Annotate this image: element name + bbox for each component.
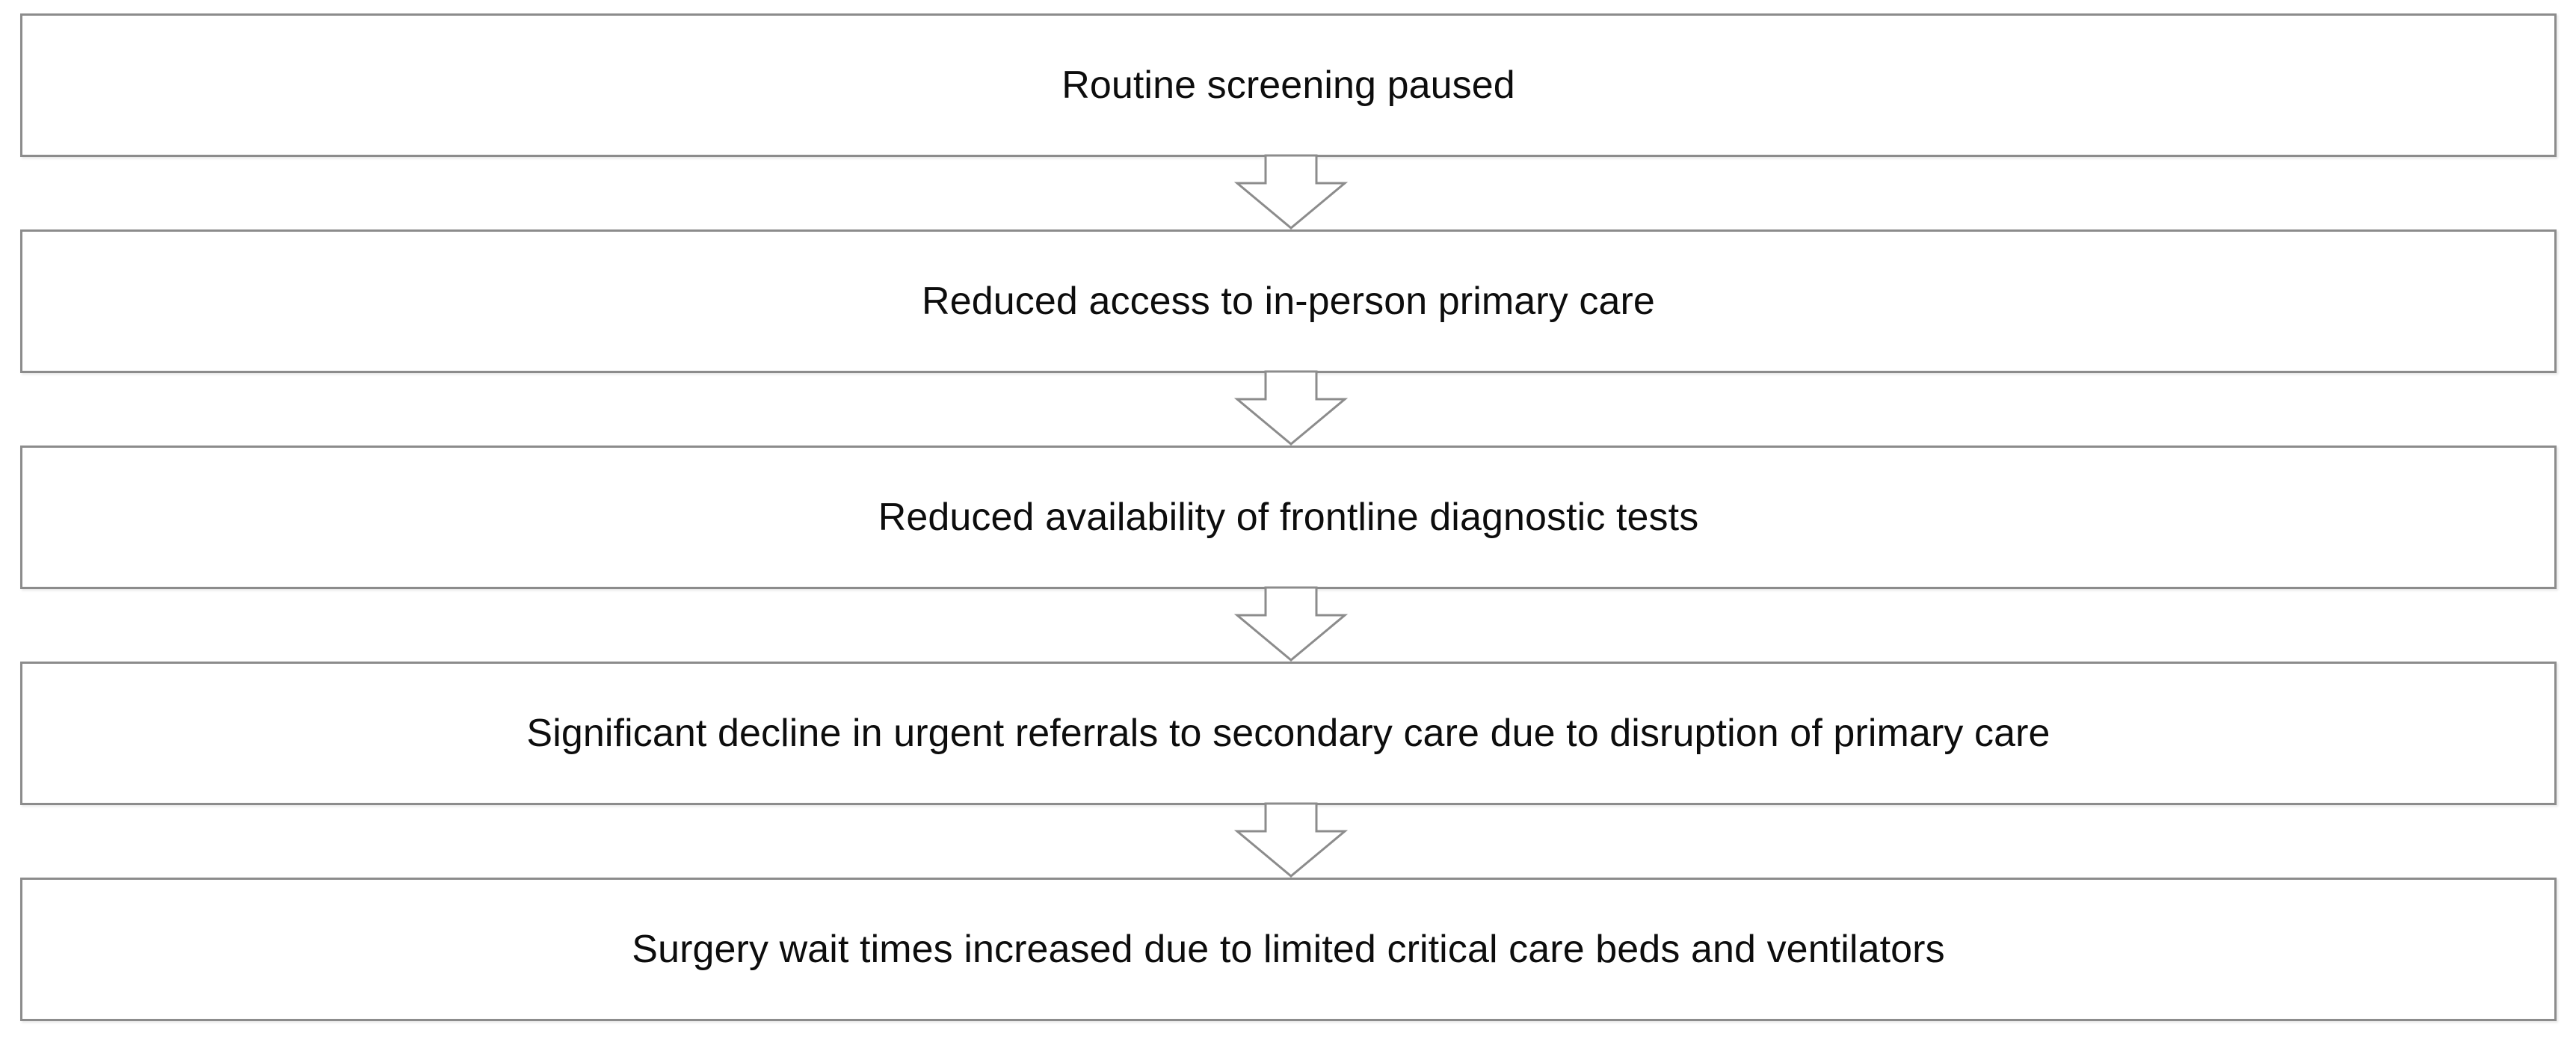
flowchart-node-3: Reduced availability of frontline diagno… [20,446,2557,589]
down-arrow-icon [1233,586,1349,662]
flowchart-node-2: Reduced access to in-person primary care [20,229,2557,373]
flowchart-node-3-label: Reduced availability of frontline diagno… [878,495,1699,539]
flowchart-connector-2 [1233,370,1349,446]
flowchart-connector-1 [1233,154,1349,230]
flowchart-node-1: Routine screening paused [20,13,2557,157]
flowchart-node-4-label: Significant decline in urgent referrals … [526,711,2050,755]
down-arrow-icon [1233,802,1349,878]
flowchart-node-4: Significant decline in urgent referrals … [20,662,2557,805]
down-arrow-icon [1233,154,1349,229]
flowchart-connector-4 [1233,802,1349,878]
down-arrow-icon [1233,370,1349,446]
flowchart-node-1-label: Routine screening paused [1061,63,1515,107]
flowchart-node-2-label: Reduced access to in-person primary care [922,279,1655,323]
flowchart-connector-3 [1233,586,1349,662]
flowchart-node-5: Surgery wait times increased due to limi… [20,878,2557,1021]
flowchart-node-5-label: Surgery wait times increased due to limi… [632,927,1945,971]
